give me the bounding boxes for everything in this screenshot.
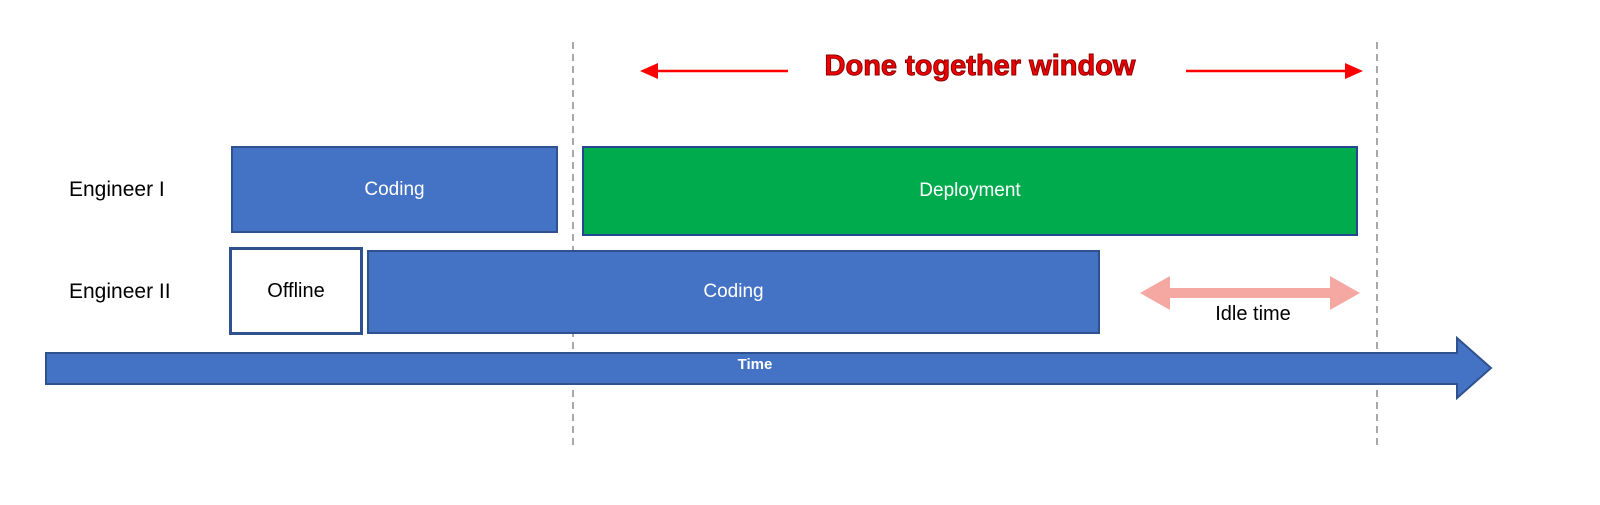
engineer2-coding-bar: Coding bbox=[367, 250, 1100, 334]
engineer1-coding-bar: Coding bbox=[231, 146, 558, 233]
row-label-engineer-1: Engineer I bbox=[69, 178, 165, 201]
engineer2-offline-box-label: Offline bbox=[267, 279, 325, 302]
engineer1-coding-bar-label: Coding bbox=[364, 178, 425, 200]
time-axis-label: Time bbox=[737, 356, 773, 373]
title-right-arrow-icon bbox=[1186, 63, 1363, 79]
idle-time-label: Idle time bbox=[1215, 303, 1291, 325]
engineer2-coding-bar-label: Coding bbox=[703, 281, 764, 302]
row-label-engineer-2: Engineer II bbox=[69, 280, 171, 303]
title-left-arrow-icon bbox=[640, 63, 788, 79]
engineer1-deployment-bar-label: Deployment bbox=[919, 180, 1021, 201]
diagram-title: Done together window bbox=[824, 50, 1136, 83]
engineer1-deployment-bar: Deployment bbox=[582, 146, 1358, 236]
engineer2-offline-box: Offline bbox=[229, 247, 363, 335]
